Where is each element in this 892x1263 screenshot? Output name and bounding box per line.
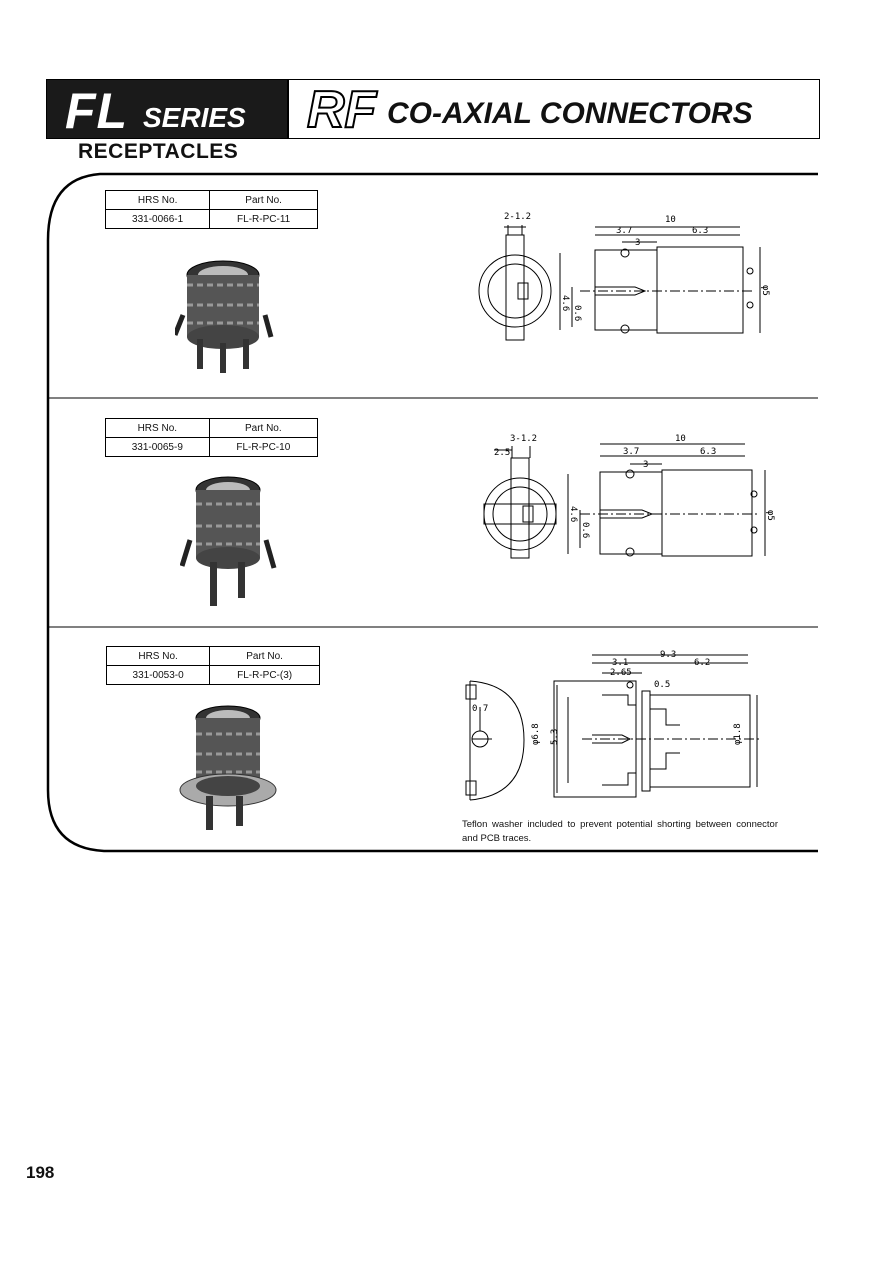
series-suffix: SERIES [143, 102, 246, 133]
dim-label: 0.7 [472, 704, 488, 714]
page-title: CO-AXIAL CONNECTORS [387, 97, 753, 130]
part-number: FL-R-PC-(3) [209, 665, 320, 685]
dim-label: φ6.8 [531, 723, 541, 745]
dimension-drawing-2: 3-1.2 2.5 10 3.7 6.3 3 4.6 0.6 φ5 [483, 434, 775, 559]
dim-label: 9.3 [660, 650, 676, 660]
dimension-drawing-3: 9.3 3.1 6.2 2.65 0.5 0.7 φ6.8 5.3 φ1.8 [465, 650, 762, 801]
teflon-washer-note: Teflon washer included to prevent potent… [462, 819, 778, 844]
dim-label: 2.65 [610, 668, 632, 678]
dim-label: 3.7 [623, 447, 639, 457]
dim-label: 6.3 [692, 226, 708, 236]
col-header-part: Part No. [209, 190, 318, 210]
dim-label: 6.3 [700, 447, 716, 457]
series-prefix: FL [65, 83, 129, 139]
rf-label: RF [306, 80, 377, 140]
page-number: 198 [26, 1163, 55, 1182]
part-number: FL-R-PC-11 [209, 209, 318, 229]
dim-label: 10 [675, 434, 686, 444]
col-header-part: Part No. [209, 646, 320, 666]
product-photo-3 [179, 705, 277, 830]
dim-label: 3 [643, 460, 648, 470]
dim-label: 2-1.2 [504, 212, 531, 222]
col-header-hrs: HRS No. [104, 190, 211, 210]
col-header-hrs: HRS No. [105, 646, 211, 666]
dim-label: 0.5 [654, 680, 670, 690]
dim-label: 3 [635, 238, 640, 248]
col-header-hrs: HRS No. [105, 418, 210, 438]
dim-label: 0.6 [580, 522, 590, 538]
dim-label: 3.1 [612, 658, 628, 668]
product-photo-2 [180, 476, 277, 606]
dim-label: 3.7 [616, 226, 632, 236]
part-number: FL-R-PC-10 [208, 437, 319, 457]
title-banner: RF CO-AXIAL CONNECTORS [288, 79, 820, 140]
hrs-number: 331-0066-1 [104, 209, 211, 229]
dimension-drawing-1: 2-1.2 10 3.7 6.3 3 4.6 0.6 φ5 [478, 212, 770, 341]
dim-label: φ5 [760, 285, 770, 296]
dim-label: 4.6 [560, 295, 570, 311]
dim-label: 3-1.2 [510, 434, 537, 444]
dim-label: 2.5 [494, 448, 510, 458]
dim-label: φ5 [765, 510, 775, 521]
col-header-part: Part No. [208, 418, 319, 438]
dim-label: 5.3 [550, 729, 560, 745]
dim-label: 10 [665, 215, 676, 225]
dim-label: 4.6 [568, 506, 578, 522]
hrs-number: 331-0065-9 [105, 437, 210, 457]
series-banner: FL SERIES [46, 79, 288, 139]
dim-label: 0.6 [572, 305, 582, 321]
section-title: RECEPTACLES [78, 140, 239, 163]
hrs-number: 331-0053-0 [105, 665, 211, 685]
dim-label: φ1.8 [733, 723, 743, 745]
dim-label: 6.2 [694, 658, 710, 668]
product-photo-1 [175, 260, 274, 373]
